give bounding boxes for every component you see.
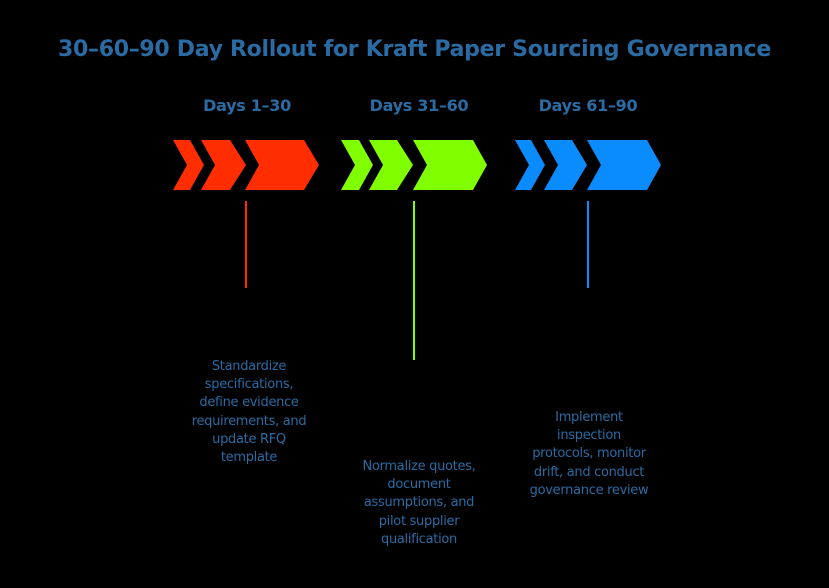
desc-line: Standardize: [211, 359, 287, 374]
phase-label-days-31-60: Days 31–60: [369, 96, 469, 115]
desc-line: drift, and conduct: [533, 464, 645, 480]
desc-line: inspection: [557, 428, 621, 444]
desc-line: requirements, and: [191, 413, 307, 429]
phase-label-days-1-30: Days 1–30: [203, 96, 291, 115]
desc-line: update RFQ: [212, 431, 286, 447]
page-title: 30–60–90 Day Rollout for Kraft Paper Sou…: [57, 37, 771, 62]
phase-label-days-61-90: Days 61–90: [538, 96, 638, 115]
phase-2-chevrons-icon: [341, 140, 487, 190]
desc-line: assumptions, and: [363, 495, 475, 511]
phase-3-connector-line: [587, 201, 589, 288]
desc-line: document: [387, 477, 451, 493]
phase-2-connector-line: [413, 201, 415, 360]
desc-line: template: [220, 450, 278, 466]
desc-line: qualification: [381, 531, 457, 547]
phase-1-description: Standardize specifications, define evide…: [164, 358, 334, 467]
desc-line: governance review: [529, 482, 649, 498]
desc-line: pilot supplier: [378, 513, 460, 529]
phase-3-description: Implement inspection protocols, monitor …: [504, 409, 674, 500]
phase-2-description: Normalize quotes, document assumptions, …: [334, 458, 504, 549]
phase-3-chevrons-icon: [515, 140, 661, 190]
desc-line: define evidence: [199, 395, 299, 411]
phase-1-connector-line: [245, 201, 247, 288]
desc-line: Normalize quotes,: [362, 459, 476, 474]
desc-line: protocols, monitor: [532, 446, 646, 462]
phase-1-chevrons-icon: [173, 140, 319, 190]
desc-line: specifications,: [204, 377, 294, 393]
desc-line: Implement: [555, 410, 623, 425]
